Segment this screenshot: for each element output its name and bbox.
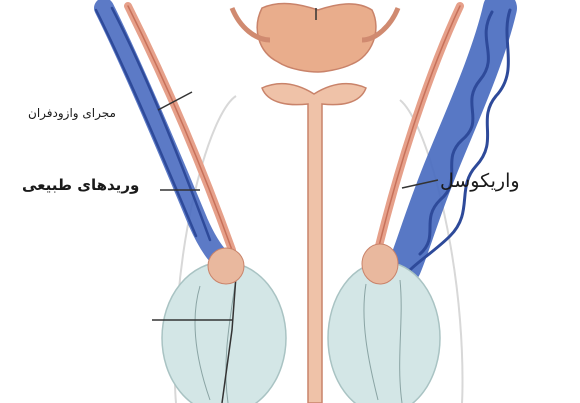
right-varicocele-veins bbox=[404, 8, 500, 268]
right-epididymis bbox=[362, 244, 398, 284]
vas-deferens-label: مجرای وازودفران bbox=[28, 106, 116, 120]
left-vas-deferens bbox=[128, 6, 232, 250]
normal-veins-label: وریدهای طبیعی bbox=[22, 176, 139, 194]
left-epididymis bbox=[208, 248, 244, 284]
varicocele-label: واریکوسل bbox=[440, 170, 520, 192]
